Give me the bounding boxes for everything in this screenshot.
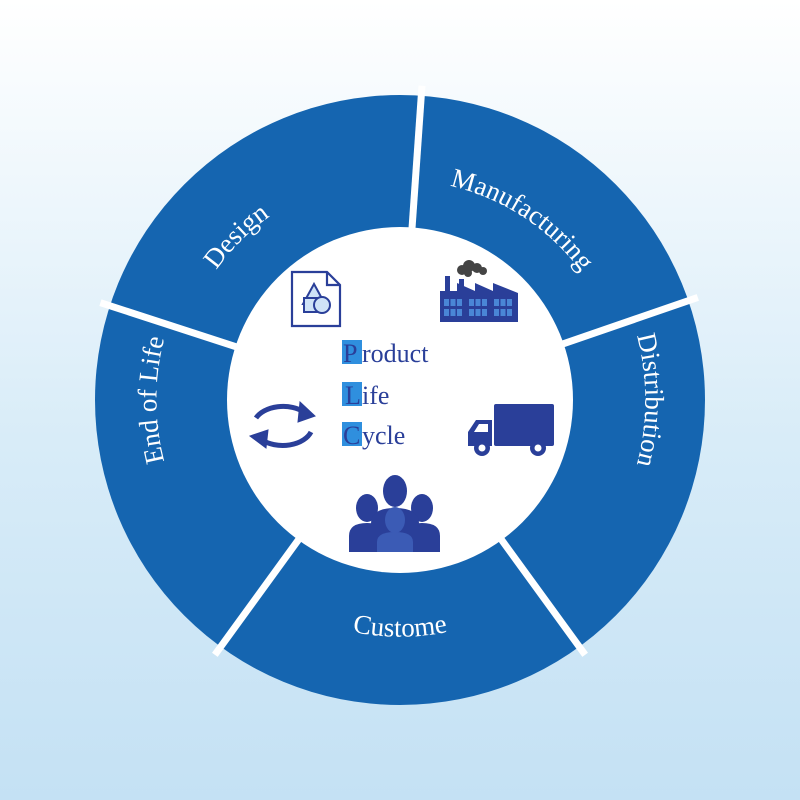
svg-text:C: C <box>343 421 360 450</box>
factory-window <box>469 309 474 316</box>
factory-window <box>469 299 474 306</box>
document-shapes-icon <box>290 270 342 328</box>
segment-divider <box>99 299 259 357</box>
svg-text:ife: ife <box>362 381 389 410</box>
factory-window <box>507 299 512 306</box>
factory-window <box>482 309 487 316</box>
people-group-icon <box>349 475 440 552</box>
segment-label-customer: Custome <box>351 608 449 642</box>
factory-window <box>457 309 462 316</box>
factory-window <box>450 299 456 306</box>
factory-window <box>500 299 506 306</box>
recycle-arrows-icon <box>248 400 316 449</box>
factory-window <box>500 309 506 316</box>
factory-icon <box>440 260 518 322</box>
segment-dividers <box>99 85 699 657</box>
factory-window <box>475 309 481 316</box>
factory-window <box>444 309 449 316</box>
truck-icon <box>468 404 554 456</box>
segment-divider <box>540 294 699 355</box>
factory-windows <box>444 299 512 316</box>
factory-window <box>444 299 449 306</box>
segment-divider <box>406 85 426 251</box>
factory-window <box>450 309 456 316</box>
factory-window <box>475 299 481 306</box>
title-line-life: L ife <box>342 381 389 410</box>
segment-divider <box>485 519 588 657</box>
title-line-product: P roduct <box>342 339 429 368</box>
factory-window <box>482 299 487 306</box>
factory-window <box>507 309 512 316</box>
factory-window <box>494 299 499 306</box>
plc-title: P roduct L ife C ycle <box>342 339 429 450</box>
factory-window <box>494 309 499 316</box>
svg-text:roduct: roduct <box>362 339 429 368</box>
segment-divider <box>212 519 315 657</box>
title-line-cycle: C ycle <box>342 421 405 450</box>
svg-text:ycle: ycle <box>362 421 405 450</box>
factory-window <box>457 299 462 306</box>
svg-text:P: P <box>343 339 357 368</box>
svg-text:L: L <box>345 381 361 410</box>
